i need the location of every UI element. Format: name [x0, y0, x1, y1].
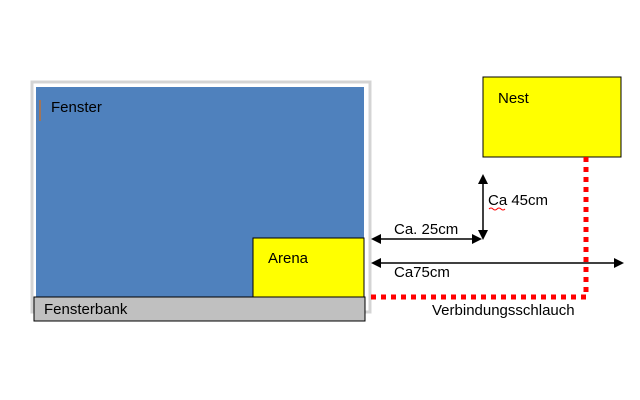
window-sill: Fensterbank [33, 296, 366, 322]
long-arrow-head-left [371, 258, 381, 268]
short-arrow-head-right [472, 234, 482, 244]
nest-rect [482, 76, 622, 158]
nest-label: Nest [498, 90, 530, 107]
height-arrow-head-up [478, 174, 488, 184]
height-distance-arrow: Ca 45cm [478, 174, 548, 240]
long-arrow-head-right [614, 258, 624, 268]
arena-label: Arena [268, 250, 309, 267]
short-distance-label: Ca. 25cm [394, 221, 458, 238]
short-arrow-head-left [371, 234, 381, 244]
long-distance-label: Ca75cm [394, 264, 450, 281]
spellcheck-underline [488, 207, 506, 211]
nest-box: Nest [482, 76, 622, 158]
height-arrow-head-down [478, 230, 488, 240]
long-distance-arrow: Ca75cm [371, 258, 624, 281]
arena-rect [252, 237, 365, 298]
window-label: Fenster [51, 99, 102, 116]
window-sill-bar [33, 296, 366, 322]
tube-label: Verbindungsschlauch [432, 302, 575, 319]
window-sill-label: Fensterbank [44, 301, 128, 318]
short-distance-arrow: Ca. 25cm [371, 221, 482, 244]
height-distance-label: Ca 45cm [488, 192, 548, 209]
connection-tube [370, 157, 589, 300]
arena-box: Arena [252, 237, 365, 298]
